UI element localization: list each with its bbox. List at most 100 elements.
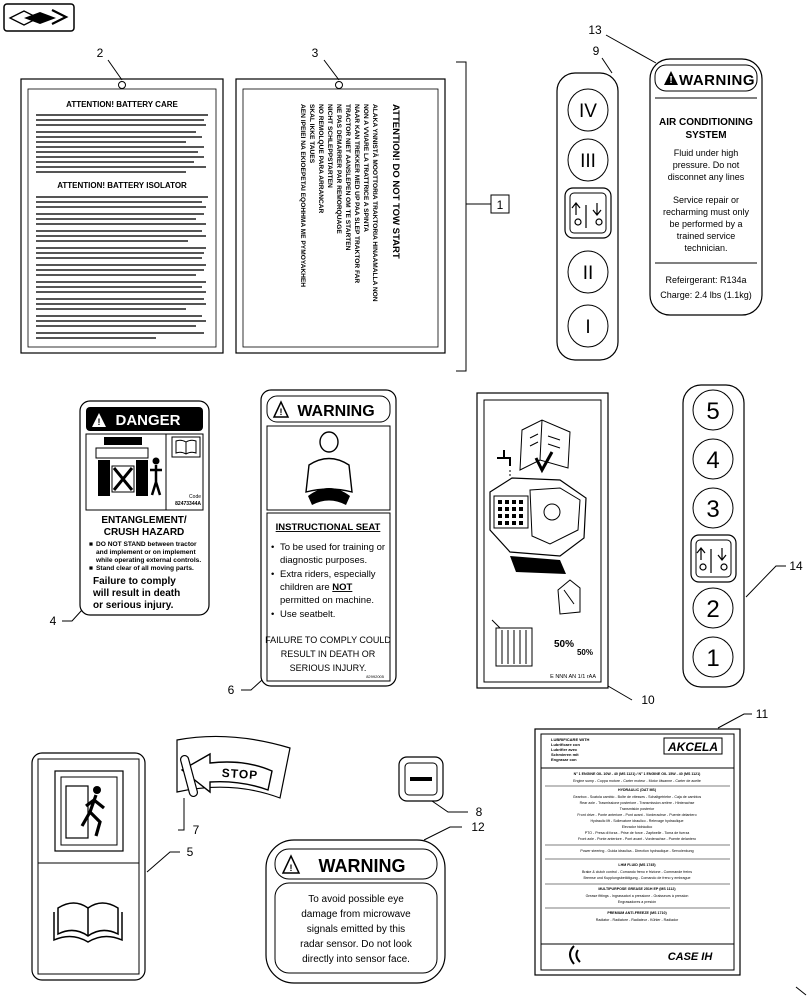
leader-line: [607, 685, 633, 701]
danger-bullet: ■: [89, 541, 93, 548]
lubricant-brand: AKCELA: [667, 740, 718, 754]
ac-text: disconnet any lines: [668, 172, 745, 182]
seat-code: 82992005: [366, 674, 385, 679]
seat-text: permitted on machine.: [280, 595, 374, 606]
leader-line: [323, 59, 340, 81]
callout-14[interactable]: 14: [789, 559, 803, 573]
lubricant-row: Transmisión posterior: [620, 807, 655, 811]
lubricant-row: PTO - Presa di forza - Prise de force - …: [585, 831, 690, 835]
corner-mark: [795, 986, 807, 996]
nav-badge-icon[interactable]: [3, 3, 75, 32]
danger-header: DANGER: [115, 412, 180, 429]
lubricant-decal: [534, 728, 741, 976]
ac-warning-decal: [649, 58, 763, 316]
exit-manual-decal: [31, 752, 146, 981]
callout-11[interactable]: 11: [756, 707, 769, 721]
seat-text: To be used for training or: [280, 542, 385, 553]
alert-icon: !: [290, 863, 293, 873]
seat-fail: SERIOUS INJURY.: [290, 663, 367, 673]
case-ih-logo: CASE IH: [668, 951, 714, 963]
danger-decal: [79, 400, 210, 616]
seat-title: INSTRUCTIONAL SEAT: [276, 522, 381, 533]
ac-warning-header: WARNING: [679, 72, 755, 89]
radar-text: radar sensor. Do not look: [300, 939, 413, 950]
lubricant-row: MULTIPURPOSE GREASE 251H EP (MS 1112): [598, 887, 676, 891]
danger-text: Stand clear of all moving parts.: [96, 565, 194, 572]
gear-number-3: 3: [706, 496, 719, 523]
leader-line: [241, 679, 263, 691]
leader-line: [178, 798, 185, 831]
hydraulic-lever-icon: [696, 547, 728, 573]
callout-4[interactable]: 4: [50, 614, 57, 628]
tow-start-title: ATTENTION! DO NOT TOW START: [390, 104, 401, 259]
leader-line: [717, 713, 752, 729]
tow-start-decal: ATTENTION! DO NOT TOW START ALAKA YNNIST…: [235, 78, 446, 354]
lubricant-header: Engrasar con: [551, 757, 577, 762]
callout-8[interactable]: 8: [476, 805, 483, 819]
battery-isolator-title: ATTENTION! BATTERY ISOLATOR: [57, 181, 187, 190]
callout-12[interactable]: 12: [471, 820, 485, 834]
tow-line: NON A VVIARE LA TRATTRICE A SPINTA: [362, 104, 369, 232]
callout-10[interactable]: 10: [641, 693, 655, 707]
alert-icon: !: [280, 407, 283, 417]
radar-text: damage from microwave: [301, 909, 411, 920]
callout-7[interactable]: 7: [193, 823, 200, 837]
danger-fail: Failure to comply: [93, 576, 176, 587]
gear-number-decal: [682, 384, 745, 688]
tow-line: AEN IPEIEI NA EKIOEPETAI EQOHHMA ME PYMO…: [299, 104, 306, 287]
gear-number-1: 1: [706, 645, 719, 672]
danger-title-2: CRUSH HAZARD: [104, 527, 185, 538]
tow-line: NO REMOLQUE PARA ARRANCAR: [317, 104, 324, 214]
ac-title-2: SYSTEM: [685, 130, 726, 141]
gear-label-iii: III: [580, 151, 596, 172]
tow-line: TRACTOR NIET AANSLEPEN OM TE STARTEN: [344, 104, 351, 251]
callout-2[interactable]: 2: [97, 46, 104, 60]
callout-5[interactable]: 5: [187, 845, 194, 859]
gear-number-5: 5: [706, 398, 719, 425]
danger-fail: or serious injury.: [93, 600, 174, 611]
stop-decal: [176, 735, 291, 799]
callout-6[interactable]: 6: [228, 683, 235, 697]
danger-title-1: ENTANGLEMENT/: [101, 515, 187, 526]
seat-text: children are NOT: [280, 582, 353, 593]
leader-line: [605, 34, 657, 64]
radar-warning-decal: [265, 839, 446, 984]
lubricant-row: Radiator - Radiatore - Radiateur - Kühle…: [596, 918, 679, 922]
tow-line: ALAKA YNNISTÄ MOOTTORIA TRAKTORIA HINAAM…: [371, 104, 379, 302]
radar-text: directly into sensor face.: [302, 954, 410, 965]
danger-text: DO NOT STAND between tractor: [96, 541, 197, 548]
callout-1[interactable]: 1: [497, 198, 504, 212]
callout-3[interactable]: 3: [312, 46, 319, 60]
gear-range-decal: [556, 72, 619, 361]
callout-13[interactable]: 13: [588, 23, 602, 37]
ac-text: Fluid under high: [674, 148, 739, 158]
lubricant-row: Elevador hidráulico: [622, 825, 653, 829]
danger-text: and implement or on implement: [96, 549, 196, 556]
callout-9[interactable]: 9: [593, 44, 600, 58]
ac-text: be performed by a: [669, 219, 742, 229]
lubricant-header: Lubrificare con: [551, 742, 580, 747]
battery-care-decal: ATTENTION! BATTERY CARE ATTENTION! BATTE…: [20, 78, 224, 354]
ac-text: Service repair or: [673, 195, 739, 205]
seat-text: Extra riders, especially: [280, 569, 376, 580]
lubricant-row: Engrasadores a presión: [618, 900, 656, 904]
gear-label-i: I: [585, 317, 590, 338]
alert-icon: !: [669, 75, 672, 86]
lubricant-row: Hydraulic lift - Sollevatore idraulico -…: [590, 819, 683, 823]
seat-text: diagnostic purposes.: [280, 555, 367, 566]
service-code: E NNN AN 1/1 rAA: [550, 674, 596, 680]
lubricant-row: Rear axle - Trasmissione posteriore - Tr…: [580, 801, 695, 805]
ac-text: technician.: [684, 243, 727, 253]
leader-line: [601, 57, 613, 74]
leader-line: [62, 609, 83, 622]
radar-text: To avoid possible eye: [308, 894, 404, 905]
gear-number-2: 2: [706, 596, 719, 623]
seat-bullet: •: [271, 569, 274, 580]
lubricant-row: Grease fittings - Ingrassatori a pressio…: [586, 894, 689, 898]
leader-line: [745, 565, 786, 598]
service-pct-1: 50%: [554, 639, 574, 650]
ac-text: pressure. Do not: [673, 160, 740, 170]
stop-text: STOP: [221, 766, 258, 783]
ac-title-1: AIR CONDITIONING: [659, 117, 753, 128]
